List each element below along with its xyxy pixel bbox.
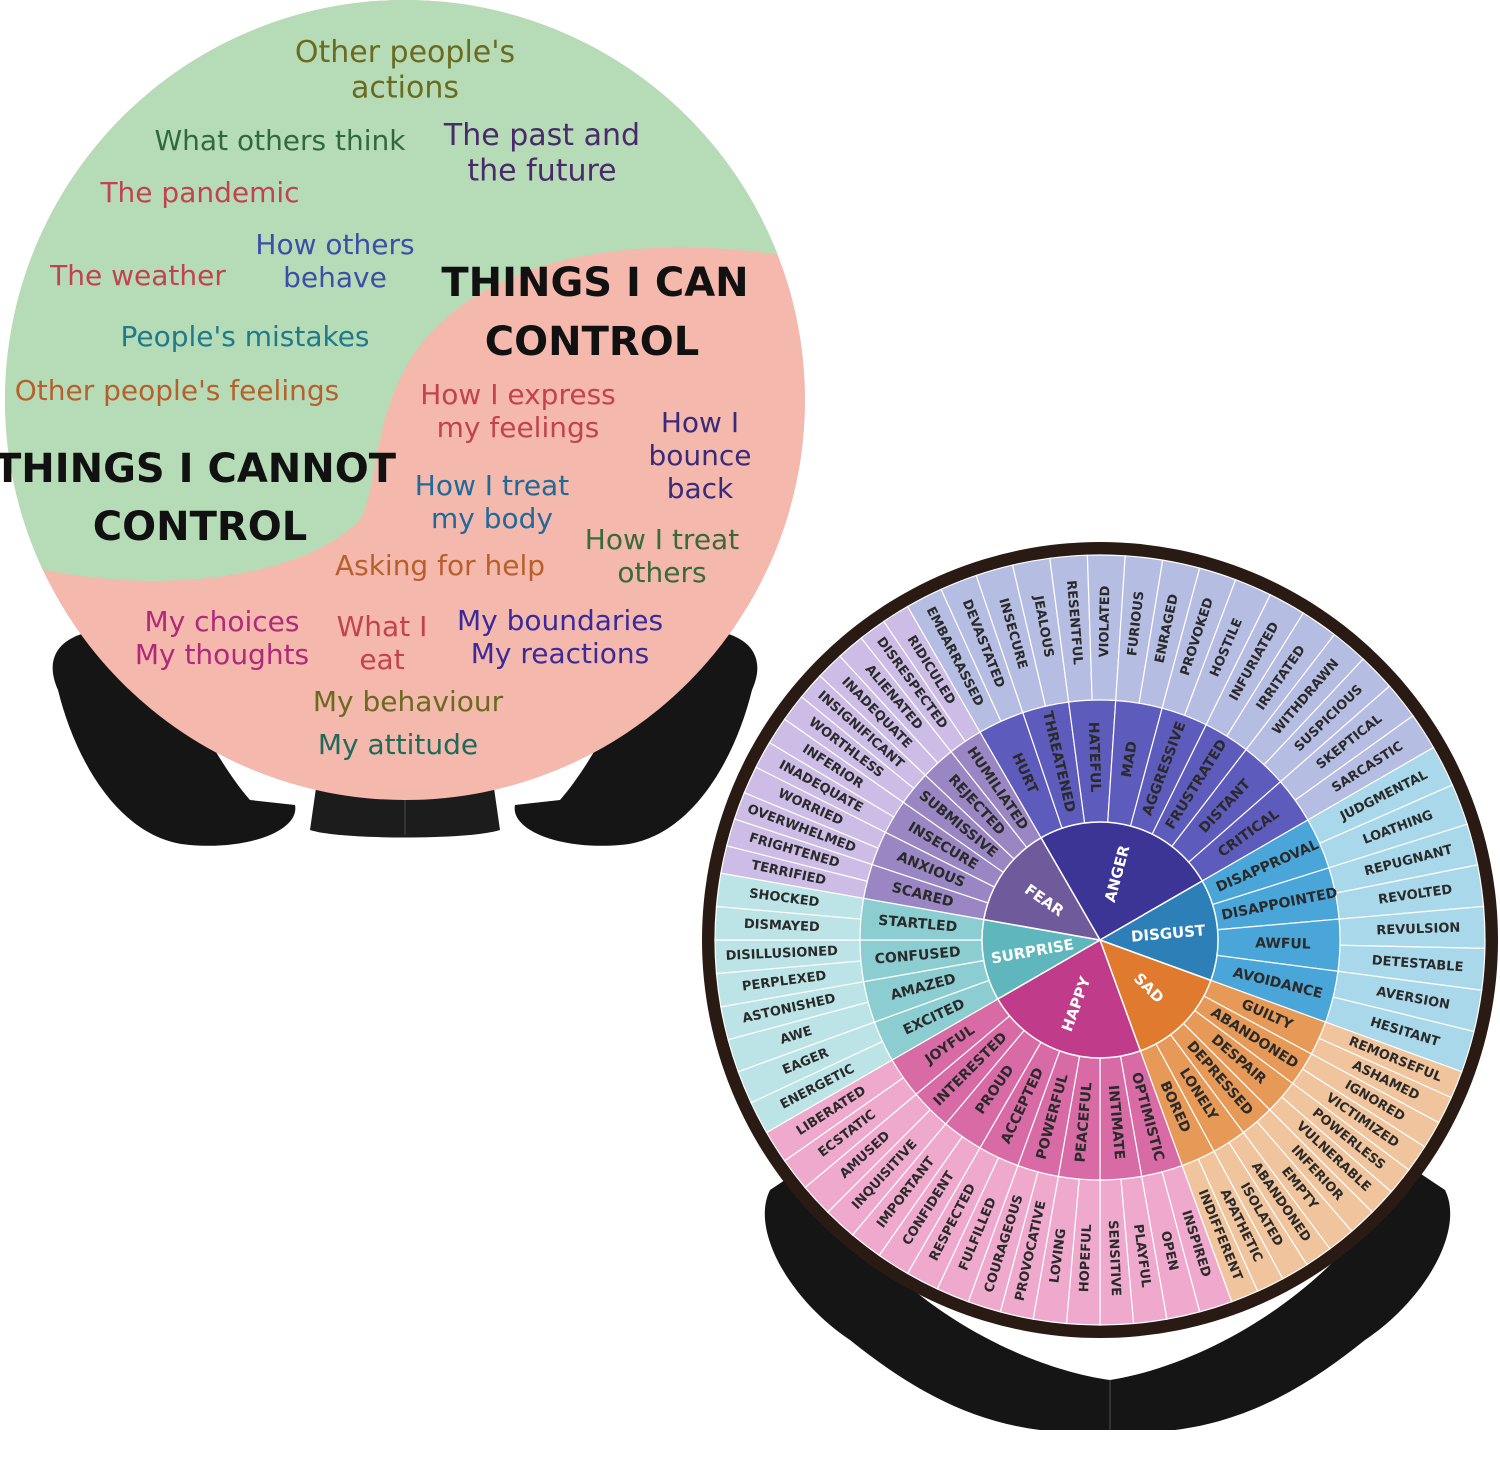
cannot-heading-line1: THINGS I CANNOT	[0, 446, 397, 492]
plate-item-text: How I express	[420, 378, 616, 411]
outer-feeling-label: DISMAYED	[744, 917, 821, 935]
plate-item-text: My boundaries	[457, 604, 663, 637]
outer-feeling-label: REVULSION	[1376, 921, 1460, 939]
core-segment	[982, 836, 1102, 942]
plate-item-text: Asking for help	[335, 549, 545, 582]
plate-item-text: The weather	[49, 259, 226, 292]
plate-item-text: others	[617, 556, 706, 589]
plate-item-text: How I treat	[585, 523, 739, 556]
core-segment	[1098, 938, 1212, 1052]
plate-item-text: bounce	[648, 439, 751, 472]
can-heading-line2: CONTROL	[485, 319, 699, 365]
middle-feeling-label: AWFUL	[1255, 935, 1311, 952]
plate-item-text: My thoughts	[135, 638, 309, 671]
middle-feeling-label: HATEFUL	[1085, 722, 1103, 793]
plate-item-text: The pandemic	[99, 176, 299, 209]
plate-item-text: What I	[337, 610, 428, 643]
outer-feeling-label: FURIOUS	[1125, 590, 1147, 657]
can-heading-line1: THINGS I CAN	[441, 260, 748, 306]
middle-feeling-label: MAD	[1119, 740, 1141, 779]
outer-feeling-label: LOVING	[1047, 1228, 1069, 1284]
plate-item-text: How I treat	[415, 469, 569, 502]
outer-feeling-label: SENSITIVE	[1105, 1220, 1123, 1297]
outer-feeling-label: DETESTABLE	[1371, 953, 1464, 975]
plate-item-text: How I	[661, 406, 739, 439]
plate-item-text: Other people's feelings	[15, 374, 339, 407]
plate-item-text: The past and	[443, 118, 640, 153]
middle-feeling-label: STARTLED	[878, 913, 958, 936]
core-segment	[1098, 879, 1219, 982]
outer-feeling-label: DISILLUSIONED	[725, 944, 838, 964]
plate-item-text: My reactions	[471, 637, 650, 670]
cannot-heading-line2: CONTROL	[93, 504, 307, 550]
plate-item-text: my feelings	[437, 411, 600, 444]
plate-green-area	[5, 0, 805, 581]
plate-item-text: My behaviour	[313, 685, 504, 718]
plate-item-text: My choices	[145, 605, 300, 638]
core-segment	[996, 938, 1142, 1059]
plate-item-text: behave	[283, 261, 387, 294]
plate-item-text: back	[667, 472, 734, 505]
plate-item-text: What others think	[154, 124, 406, 157]
middle-feeling-label: CONFUSED	[874, 944, 961, 967]
outer-feeling-label: RESENTFUL	[1063, 580, 1085, 666]
core-segment	[981, 918, 1103, 1001]
plate-item-text: my body	[431, 502, 553, 535]
plate-item-text: How others	[255, 228, 414, 261]
outer-feeling-label: HOPEFUL	[1077, 1224, 1095, 1293]
core-segment	[1039, 821, 1204, 942]
middle-feeling-label: INTIMATE	[1105, 1085, 1127, 1161]
plate-item-text: People's mistakes	[120, 320, 369, 353]
plate-item-text: eat	[359, 643, 404, 676]
plate-item-text: Other people's	[295, 35, 515, 70]
plate-item-text: the future	[467, 153, 616, 188]
middle-feeling-label: PEACEFUL	[1073, 1082, 1096, 1164]
plate-item-text: actions	[351, 70, 459, 105]
control-plate: THINGS I CANNOT CONTROL THINGS I CAN CON…	[0, 0, 805, 800]
plate-item-text: My attitude	[318, 728, 478, 761]
outer-feeling-label: VIOLATED	[1097, 585, 1113, 657]
